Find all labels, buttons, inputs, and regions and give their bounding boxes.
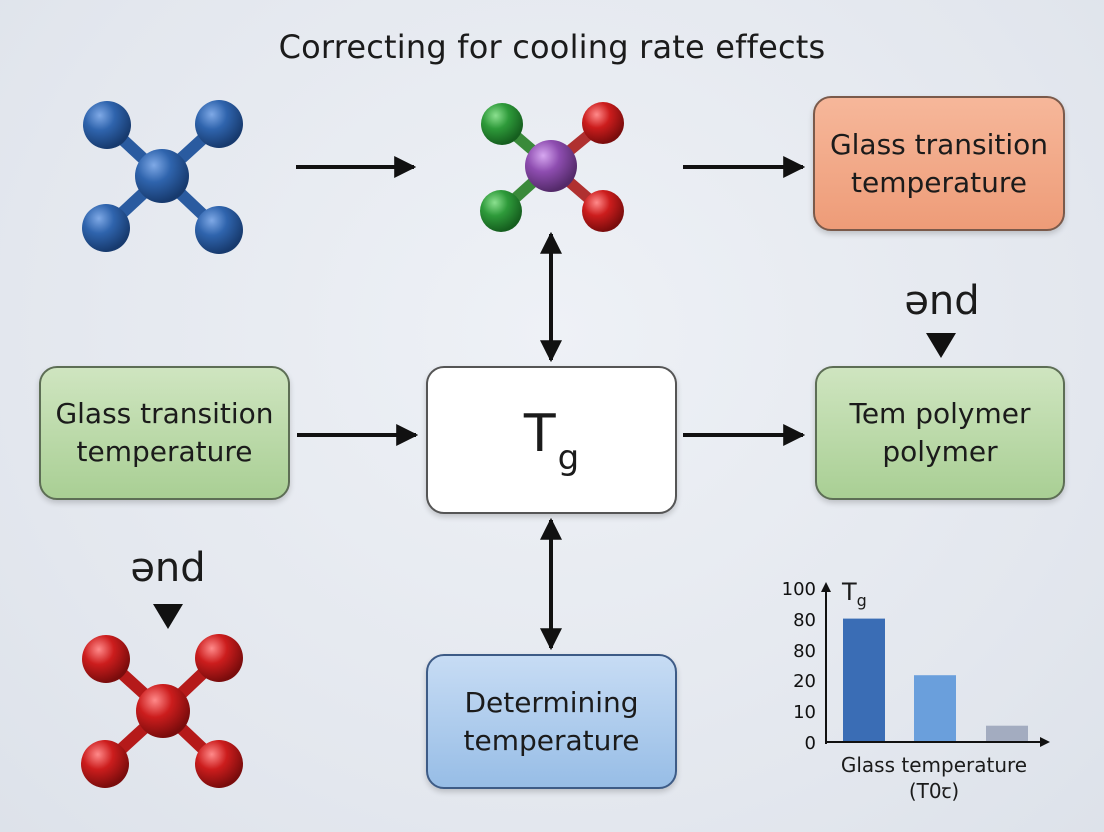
chart-y-tick-label: 0: [805, 733, 816, 754]
tg-symbol-subscript: g: [557, 437, 580, 478]
chart-y-tick-label: 20: [793, 671, 816, 692]
page-title: Correcting for cooling rate effects: [278, 28, 826, 66]
chart-y-tick-label: 80: [793, 610, 816, 631]
and-label-left: ənd: [130, 545, 206, 591]
box-left-label: Glass transition temperature: [55, 397, 274, 468]
chart-x-label-line1: Glass temperature: [840, 753, 1028, 777]
tg-symbol-letter: T: [523, 403, 556, 464]
polymer-box: Tem polymer polymer: [815, 366, 1065, 500]
chart-bar-3: [986, 725, 1028, 741]
chart-title-subscript: g: [856, 590, 867, 610]
box-right-label: Tem polymer polymer: [849, 397, 1031, 468]
chart-bar-1: [843, 618, 885, 741]
chart-y-tick-label: 100: [782, 579, 816, 600]
tg-symbol: Tg: [524, 399, 579, 482]
box-bottom-label: Determining temperature: [463, 685, 640, 757]
determining-temperature-box: Determining temperature: [426, 654, 677, 789]
down-triangle-left: [153, 604, 183, 629]
chart-y-tick-label: 80: [793, 641, 816, 662]
chart-x-label-line2: (T0ꞇ): [908, 779, 960, 803]
glass-transition-temperature-box-left: Glass transition temperature: [39, 366, 290, 500]
red-molecule-icon: [81, 634, 243, 788]
chart-bar-2: [914, 675, 956, 741]
mixed-molecule-icon: [480, 102, 624, 232]
chart-title: Tg: [842, 578, 867, 610]
blue-molecule-icon: [82, 100, 243, 254]
chart-y-tick-label: 10: [793, 702, 816, 723]
down-triangle-right: [926, 333, 956, 358]
chart-title-letter: T: [842, 578, 857, 606]
tg-center-box: Tg: [426, 366, 677, 514]
glass-transition-temperature-box-top: Glass transition temperature: [813, 96, 1065, 231]
and-label-right: ənd: [904, 278, 980, 324]
box-top-label: Glass transition temperature: [829, 127, 1049, 199]
chart-x-label: Glass temperature (T0ꞇ): [826, 752, 1042, 804]
